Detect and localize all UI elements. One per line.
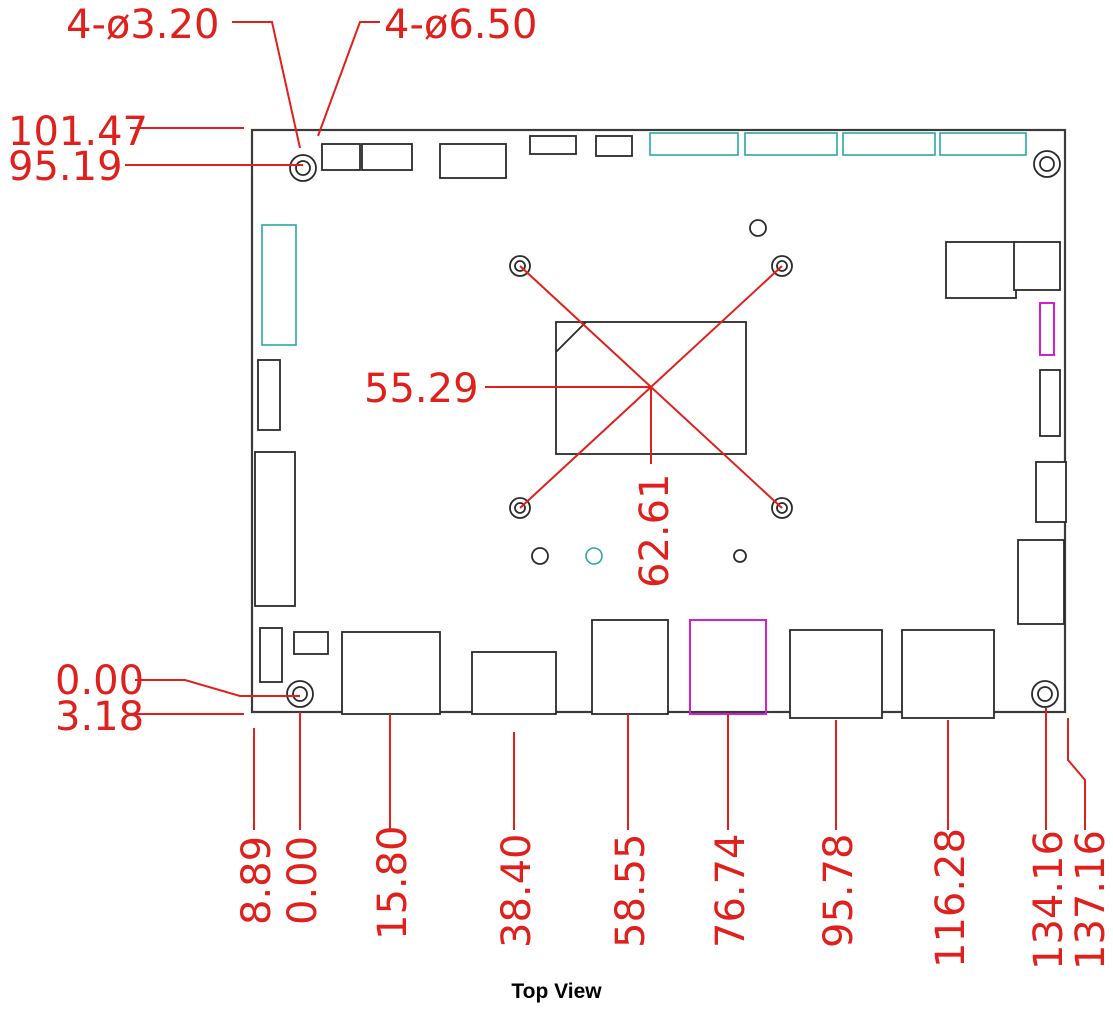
- dim-label-0-00-left: 0.00: [55, 658, 144, 704]
- top-connectors: [321, 132, 1027, 179]
- dim-label-95-19: 95.19: [8, 144, 123, 190]
- small-hole-callout: 4-ø3.20: [66, 2, 219, 48]
- figure-caption: Top View: [511, 980, 602, 1003]
- dim-label-15-80: 15.80: [370, 825, 416, 940]
- dim-label-3-18: 3.18: [55, 694, 144, 740]
- dim-label-8-89: 8.89: [234, 836, 280, 925]
- dimension-lines: [125, 21, 1086, 830]
- dim-label-101-47: 101.47: [8, 109, 148, 155]
- large-hole-callout: 4-ø6.50: [384, 2, 537, 48]
- dim-label-95-78: 95.78: [816, 833, 862, 948]
- dim-label-76-74: 76.74: [708, 833, 754, 948]
- dim-label-62-61: 62.61: [632, 473, 678, 588]
- dim-label-55-29: 55.29: [364, 366, 479, 412]
- dim-label-116-28: 116.28: [928, 828, 974, 968]
- dimension-labels: 4-ø3.20 4-ø6.50 101.47 95.19 0.00 3.18 5…: [8, 2, 1113, 970]
- dim-label-137-16: 137.16: [1068, 830, 1113, 970]
- dim-label-58-55: 58.55: [608, 833, 654, 948]
- left-connectors: [254, 224, 329, 683]
- dim-label-38-40: 38.40: [494, 833, 540, 948]
- right-connectors: [945, 241, 1067, 625]
- dim-label-134-16: 134.16: [1026, 830, 1072, 970]
- dim-label-0-00-bottom: 0.00: [280, 836, 326, 925]
